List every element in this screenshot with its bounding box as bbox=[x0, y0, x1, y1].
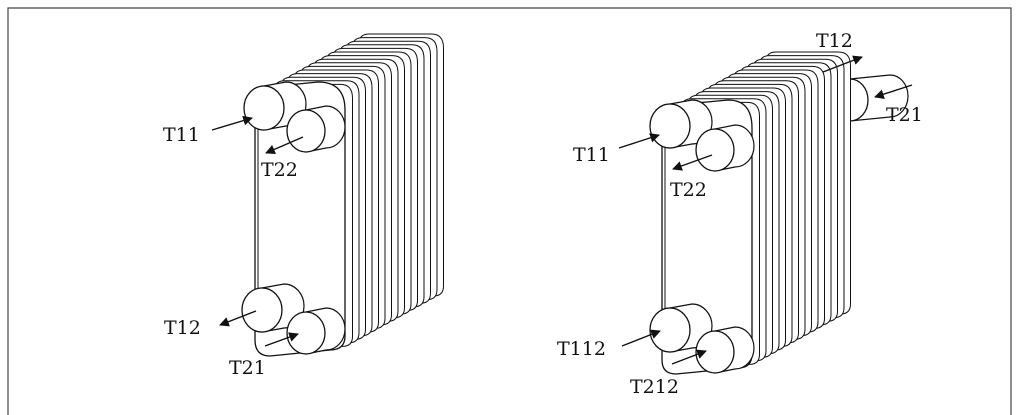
right-label-t212: T212 bbox=[630, 376, 679, 398]
left-arrow-t11 bbox=[211, 115, 253, 131]
left-label-t12: T12 bbox=[164, 317, 201, 339]
left-label-t11: T11 bbox=[163, 124, 200, 146]
left-label-t21: T21 bbox=[229, 357, 266, 379]
right-port-t22 bbox=[695, 124, 755, 172]
right-label-t112: T112 bbox=[557, 338, 606, 360]
figure-frame bbox=[7, 7, 1012, 415]
left-port-t21 bbox=[286, 307, 346, 355]
right-arrow-t112 bbox=[621, 329, 661, 347]
left-ports bbox=[241, 81, 346, 355]
left-heat-exchanger: T11 T22 T12 T21 bbox=[163, 33, 444, 379]
right-port-t212 bbox=[695, 326, 755, 374]
right-label-t21: T21 bbox=[886, 104, 923, 126]
right-ports bbox=[649, 99, 755, 374]
right-arrow-t212 bbox=[671, 349, 707, 365]
left-port-t22 bbox=[286, 105, 346, 153]
left-label-t22: T22 bbox=[261, 159, 298, 181]
left-arrow-t22 bbox=[265, 136, 304, 154]
right-arrow-t11 bbox=[618, 133, 660, 149]
right-label-t22: T22 bbox=[670, 179, 707, 201]
right-arrow-t22 bbox=[672, 154, 713, 171]
right-label-t11: T11 bbox=[573, 144, 610, 166]
left-arrow-t21 bbox=[264, 332, 299, 347]
right-arrow-t12 bbox=[822, 55, 863, 73]
right-arrow-t21 bbox=[874, 84, 913, 99]
right-label-t12: T12 bbox=[816, 30, 853, 52]
left-arrow-t12 bbox=[219, 310, 257, 327]
right-heat-exchanger: T11 T22 T112 T212 T12 T21 bbox=[557, 30, 923, 398]
